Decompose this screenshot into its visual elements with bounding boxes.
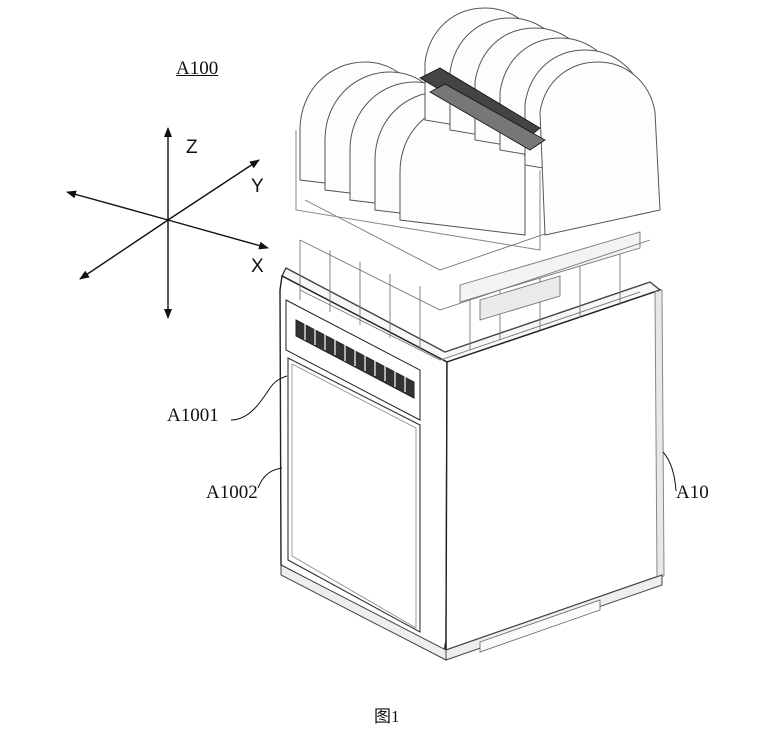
cabinet-body bbox=[279, 267, 665, 661]
coordinate-axes bbox=[66, 127, 269, 319]
wafer-carrier-right bbox=[424, 7, 661, 236]
door-panel bbox=[287, 357, 421, 633]
callout-leaders bbox=[230, 375, 677, 492]
wafer-carrier-left bbox=[295, 61, 541, 251]
axis-label-y: Y bbox=[251, 176, 264, 197]
axis-label-x: X bbox=[251, 256, 264, 277]
assembly-label: A100 bbox=[176, 58, 219, 79]
vent-grille bbox=[285, 299, 421, 421]
callout-label-a1001: A1001 bbox=[167, 405, 219, 426]
axis-label-z: Z bbox=[186, 137, 198, 158]
callout-label-a1002: A1002 bbox=[206, 482, 258, 503]
center-bracket bbox=[419, 67, 546, 151]
callout-label-a10: A10 bbox=[676, 482, 709, 503]
figure-caption: 图1 bbox=[374, 707, 400, 726]
